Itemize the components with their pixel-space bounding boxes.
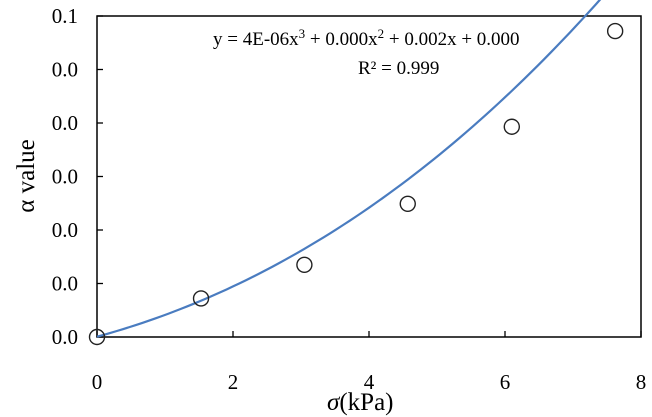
y-axis-tick-labels: 0.0 0.0 0.0 0.0 0.0 0.0 0.1 (52, 4, 78, 349)
y-axis-ticks (97, 15, 103, 338)
y-tick-label: 0.1 (52, 4, 78, 28)
y-tick-label: 0.0 (52, 111, 78, 135)
data-point (192, 290, 210, 307)
trendline-equation: y = 4E-06x3 + 0.000x2 + 0.002x + 0.000 (213, 26, 520, 50)
x-tick-label: 0 (92, 370, 103, 394)
data-point (606, 22, 624, 40)
trendline-r-squared: R² = 0.999 (358, 58, 439, 79)
data-point (503, 118, 520, 135)
trendline (96, 0, 602, 338)
x-axis-tick-labels: 0 2 4 6 8 (92, 370, 647, 394)
y-tick-label: 0.0 (52, 58, 78, 82)
data-point (88, 328, 106, 346)
y-axis-title: α value (13, 139, 40, 213)
data-point (399, 195, 416, 212)
y-tick-label: 0.0 (52, 272, 78, 296)
data-point (296, 256, 313, 273)
x-tick-label: 8 (636, 370, 647, 394)
y-tick-label: 0.0 (52, 165, 78, 189)
x-axis-title: σ(kPa) (327, 389, 394, 416)
data-markers (88, 22, 624, 346)
x-axis-ticks (96, 331, 642, 337)
x-tick-label: 2 (228, 370, 239, 394)
x-tick-label: 4 (364, 370, 375, 394)
y-tick-label: 0.0 (52, 325, 78, 349)
x-tick-label: 6 (500, 370, 511, 394)
y-tick-label: 0.0 (52, 218, 78, 242)
